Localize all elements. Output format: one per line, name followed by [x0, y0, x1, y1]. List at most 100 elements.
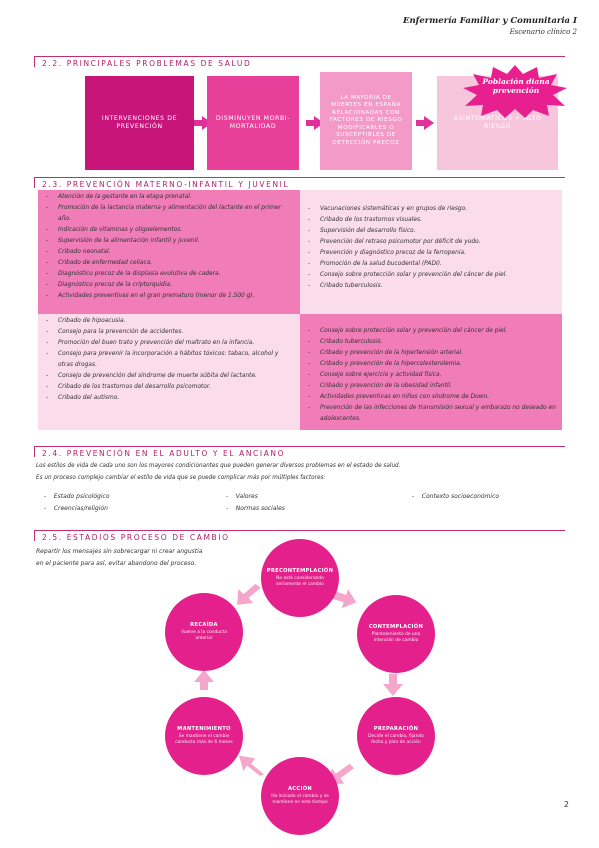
list-item: Promoción de la salud bucodental (PADI). — [306, 259, 556, 270]
flow-box-label: DISMINUYEN MORBI-MORTALIDAD — [215, 114, 291, 130]
section-title-2-2: 2.2. PRINCIPALES PROBLEMAS DE SALUD — [42, 59, 252, 68]
list-item: Cribado y prevención de la obesidad infa… — [306, 381, 556, 392]
stage-title: PREPARACIÓN — [373, 726, 419, 733]
list-item: Consejo para la prevención de accidentes… — [44, 327, 294, 338]
stage-relapse: RECAÍDA Vuelve a la conducta anterior — [165, 593, 243, 671]
factor-item: - Contexto socioeconómico — [412, 493, 500, 500]
list-item: Consejo sobre ejercicio y actividad físi… — [306, 370, 556, 381]
list-item: Cribado de los trastornos del desarrollo… — [44, 382, 294, 393]
section-divider — [34, 56, 565, 57]
stage-title: RECAÍDA — [190, 622, 218, 629]
section-divider-vertical — [34, 177, 35, 188]
section-title-2-4: 2.4. PREVENCIÓN EN EL ADULTO Y EL ANCIAN… — [42, 449, 286, 458]
list-item: Cribado y prevención de la hipertensión … — [306, 348, 556, 359]
flow-box-label: ASINTOMÁTICOS + ALTO RIESGO — [453, 114, 542, 130]
prevention-list: Atención de la gestante en la etapa pren… — [44, 192, 294, 302]
list-item: Cribado de los trastornos visuales. — [306, 215, 556, 226]
list-item: Prevención del retraso psicomotor por dé… — [306, 237, 556, 248]
list-item: Atención de la gestante en la etapa pren… — [44, 192, 294, 203]
factor-label: Creencias/religión — [53, 505, 108, 512]
starburst-shape — [463, 65, 567, 118]
section-divider — [34, 530, 565, 531]
starburst-polygon — [463, 65, 567, 118]
stage-precontemplation: PRECONTEMPLACIÓN No está considerando se… — [261, 539, 339, 617]
stage-title: ACCIÓN — [287, 786, 313, 793]
prevention-list: Consejo sobre protección solar y prevenc… — [306, 326, 556, 425]
stage-title: PRECONTEMPLACIÓN — [266, 568, 334, 575]
factor-item: - Creencias/religión — [44, 505, 108, 512]
list-item: Cribado neonatal. — [44, 247, 294, 258]
list-cell-bottom-right: Consejo sobre protección solar y prevenc… — [300, 314, 562, 430]
cycle-arrow-icon — [239, 755, 265, 776]
target-population-burst: Población diana prevención — [482, 77, 550, 95]
flow-arrow-right-icon — [306, 116, 324, 130]
factor-label: Estado psicológico — [53, 493, 110, 500]
flow-box-mortality-spain: LA MAYORÍA DE MUERTES EN ESPAÑA RELACION… — [320, 72, 412, 170]
list-item: Diagnóstico precoz de la displasia evolu… — [44, 269, 294, 280]
flow-box-label: INTERVENCIONES DE PREVENCIÓN — [101, 114, 178, 130]
stage-description: Planteamiento de una intención de cambio — [371, 632, 421, 643]
stage-maintenance: MANTENIMIENTO Se mantiene el cambio cond… — [165, 697, 243, 775]
list-item: Consejo para prevenir la incorporación a… — [44, 349, 294, 371]
prevention-list: Cribado de hipoacusia. Consejo para la p… — [44, 316, 294, 404]
flow-box-morbidity: DISMINUYEN MORBI-MORTALIDAD — [207, 76, 299, 170]
list-cell-top-right: Vacunaciones sistemáticas y en grupos de… — [300, 190, 562, 314]
list-item: Actividades preventivas en el gran prema… — [44, 291, 294, 302]
list-item: Consejo sobre protección solar y prevenc… — [306, 326, 556, 337]
factor-label: Contexto socioeconómico — [421, 493, 500, 500]
factor-item: - Valores — [226, 493, 258, 500]
section-title-2-5: 2.5. ESTADIOS PROCESO DE CAMBIO — [42, 533, 230, 542]
section-title-2-3: 2.3. PREVENCIÓN MATERNO-INFANTIL Y JUVEN… — [42, 180, 290, 189]
document-subtitle: Escenario clínico 2 — [509, 28, 577, 36]
stage-description: Ha iniciado el cambio y se mantiene en e… — [271, 794, 329, 805]
list-item: Cribado tuberculosis. — [306, 337, 556, 348]
list-item: Consejo de prevención del síndrome de mu… — [44, 371, 294, 382]
stage-contemplation: CONTEMPLACIÓN Planteamiento de una inten… — [357, 595, 435, 673]
change-intro-1: Repartir los mensajes sin sobrecargar ni… — [36, 548, 203, 555]
list-item: Prevención de las infecciones de transmi… — [306, 403, 556, 425]
factor-label: Normas sociales — [235, 505, 285, 512]
flow-arrow-right-icon — [416, 116, 434, 130]
list-item: Actividades preventivas en niños con sín… — [306, 392, 556, 403]
factor-label: Valores — [235, 493, 258, 500]
factor-item: - Estado psicológico — [44, 493, 110, 500]
list-cell-top-left: Atención de la gestante en la etapa pren… — [38, 190, 300, 314]
list-item: Promoción de la lactancia materna y alim… — [44, 203, 294, 225]
adult-prevention-text-2: Es un proceso complejo cambiar el estilo… — [36, 475, 326, 481]
document-title: Enfermería Familiar y Comunitaria I — [403, 16, 577, 26]
page-number: 2 — [563, 800, 569, 809]
change-intro-2: en el paciente para así, evitar abandono… — [36, 560, 197, 567]
list-item: Cribado y prevención de la hipercolester… — [306, 359, 556, 370]
section-divider — [34, 177, 565, 178]
section-divider — [34, 446, 565, 447]
stage-description: Se mantiene el cambio conducta más de 6 … — [175, 734, 233, 745]
list-item: Supervisión de la alimentación infantil … — [44, 236, 294, 247]
section-divider-vertical — [34, 56, 35, 67]
cycle-arrow-icon — [383, 674, 403, 696]
flow-box-label: LA MAYORÍA DE MUERTES EN ESPAÑA RELACION… — [329, 94, 403, 146]
factor-item: - Normas sociales — [226, 505, 285, 512]
list-cell-bottom-left: Cribado de hipoacusia. Consejo para la p… — [38, 314, 300, 430]
section-divider-vertical — [34, 530, 35, 541]
stage-description: No está considerando seriamente el cambi… — [276, 576, 324, 587]
stage-preparation: PREPARACIÓN Decide el cambio, fijando fe… — [357, 697, 435, 775]
cycle-arrow-icon — [237, 583, 261, 605]
list-item: Cribado de hipoacusia. — [44, 316, 294, 327]
stage-action: ACCIÓN Ha iniciado el cambio y se mantie… — [261, 757, 339, 835]
list-item: Cribado de enfermedad celíaca. — [44, 258, 294, 269]
list-item: Consejo sobre protección solar y prevenc… — [306, 270, 556, 281]
stage-description: Vuelve a la conducta anterior — [181, 630, 227, 641]
flow-box-prevention: INTERVENCIONES DE PREVENCIÓN — [85, 76, 194, 170]
prevention-list: Vacunaciones sistemáticas y en grupos de… — [306, 204, 556, 292]
list-item: Cribado del autismo. — [44, 393, 294, 404]
stage-title: MANTENIMIENTO — [177, 726, 231, 733]
stage-description: Decide el cambio, fijando fecha y plan d… — [368, 734, 424, 745]
list-item: Supervisión del desarrollo físico. — [306, 226, 556, 237]
list-item: Indicación de vitaminas y oligoelementos… — [44, 225, 294, 236]
list-item: Cribado tuberculosis. — [306, 281, 556, 292]
section-divider-vertical — [34, 446, 35, 457]
list-item: Diagnóstico precoz de la criptorquidia. — [44, 280, 294, 291]
list-item: Prevención y diagnóstico precoz de la fe… — [306, 248, 556, 259]
list-item: Vacunaciones sistemáticas y en grupos de… — [306, 204, 556, 215]
stage-title: CONTEMPLACIÓN — [368, 624, 424, 631]
